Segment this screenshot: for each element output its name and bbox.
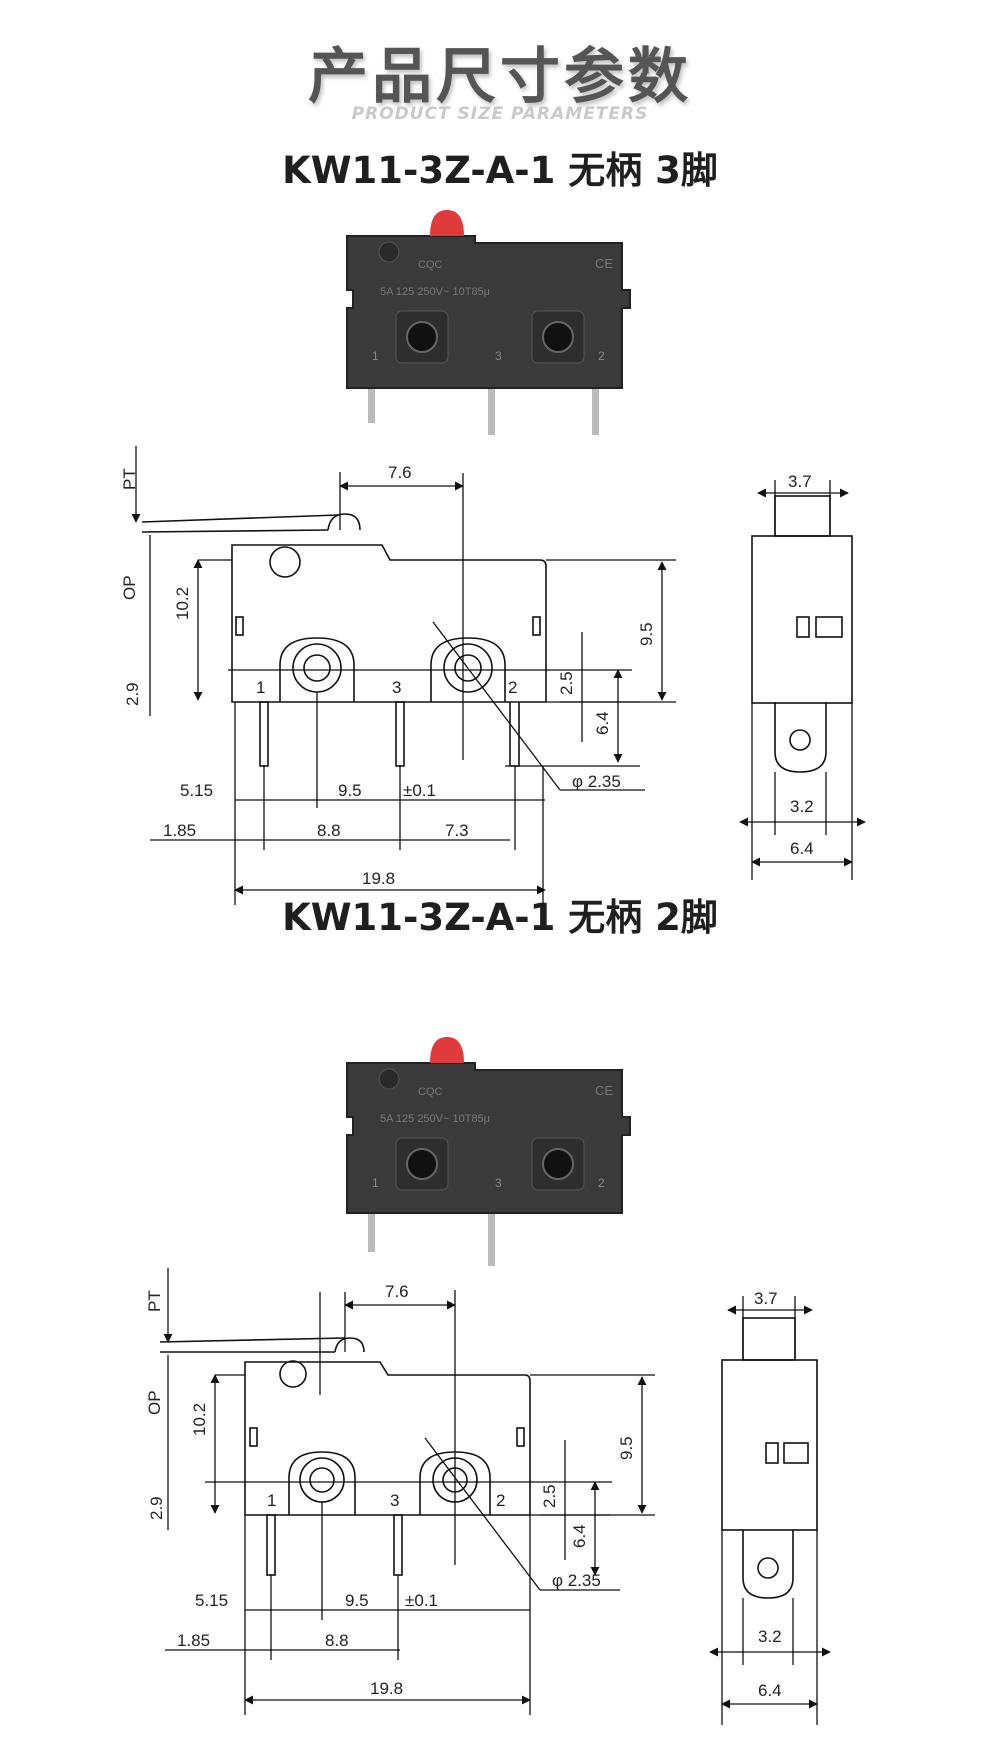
label-10-2: 10.2 (190, 1403, 209, 1436)
side-dim-3-2: 3.2 (790, 797, 814, 816)
dim-5-15: 5.15 (180, 781, 213, 800)
dim-19-8: 19.8 (362, 869, 395, 888)
label-2-9: 2.9 (147, 1496, 166, 1520)
terminal-label-2: 2 (508, 678, 517, 697)
label-10-2: 10.2 (173, 587, 192, 620)
label-9-5: 9.5 (617, 1436, 636, 1460)
product-photo-3-pin: CQC CE 5A 125 250V~ 10T85μ 1 3 2 (346, 210, 631, 435)
dim-tolerance: ±0.1 (403, 781, 436, 800)
front-view-3-pin (131, 446, 676, 905)
dim-7-3: 7.3 (445, 821, 469, 840)
marking-cqc: CQC (418, 1086, 443, 1098)
dim-5-15: 5.15 (195, 1591, 228, 1610)
hole-diameter-label: φ 2.35 (572, 772, 621, 791)
label-7-6: 7.6 (388, 463, 412, 482)
mounting-hole (542, 1148, 574, 1180)
label-6-4: 6.4 (593, 711, 612, 735)
photo-terminal-3: 3 (495, 349, 502, 363)
dim-8-8: 8.8 (325, 1631, 349, 1650)
section-2-pin: CQC CE 5A 125 250V~ 10T85μ 1 3 2 (145, 1037, 831, 1725)
label-2-5: 2.5 (557, 671, 576, 695)
terminal-label-1: 1 (256, 678, 265, 697)
label-pt: PT (120, 468, 139, 490)
dim-tolerance: ±0.1 (405, 1591, 438, 1610)
hole-diameter-label: φ 2.35 (552, 1571, 601, 1590)
terminal-pin (488, 1208, 495, 1266)
terminal-pin (488, 383, 495, 435)
side-view-2-pin: 3.7 3.2 6.4 (709, 1289, 831, 1725)
section-title-3-pin: KW11-3Z-A-1 无柄 3脚 (282, 149, 718, 192)
photo-terminal-2: 2 (598, 1176, 605, 1190)
terminal-label-2: 2 (496, 1491, 505, 1510)
side-dim-6-4: 6.4 (790, 839, 814, 858)
side-dim-3-7: 3.7 (788, 472, 812, 491)
page-subtitle: PRODUCT SIZE PARAMETERS (351, 104, 649, 124)
actuator-button (430, 210, 464, 236)
dim-19-8: 19.8 (370, 1679, 403, 1698)
photo-terminal-1: 1 (372, 1176, 379, 1190)
dim-1-85: 1.85 (163, 821, 196, 840)
page-title: 产品尺寸参数 (308, 42, 692, 112)
photo-terminal-1: 1 (372, 349, 379, 363)
mounting-hole (406, 321, 438, 353)
label-pt: PT (145, 1290, 164, 1312)
label-op: OP (145, 1390, 164, 1415)
label-2-9: 2.9 (123, 682, 142, 706)
terminal-pin (368, 383, 375, 423)
front-view-2-pin (159, 1268, 655, 1715)
label-op: OP (120, 575, 139, 600)
marking-ce: CE (595, 256, 613, 271)
label-2-5: 2.5 (540, 1484, 559, 1508)
side-view-3-pin: 3.7 3.2 6.4 (739, 472, 866, 880)
label-9-5: 9.5 (637, 622, 656, 646)
marking-rating: 5A 125 250V~ 10T85μ (380, 1113, 490, 1125)
rivet-hole (378, 1068, 400, 1090)
photo-terminal-2: 2 (598, 349, 605, 363)
terminal-label-3: 3 (392, 678, 401, 697)
actuator-button (430, 1037, 464, 1063)
rivet-hole (378, 241, 400, 263)
dim-1-85: 1.85 (177, 1631, 210, 1650)
dim-8-8: 8.8 (317, 821, 341, 840)
dim-9-5-bottom: 9.5 (338, 781, 362, 800)
terminal-pin (368, 1208, 375, 1252)
side-dim-6-4: 6.4 (758, 1681, 782, 1700)
mounting-hole (406, 1148, 438, 1180)
front-view-labels-3-pin: PT OP 10.2 2.9 7.6 9.5 2.5 6.4 1 3 2 φ 2… (120, 463, 656, 888)
marking-cqc: CQC (418, 259, 443, 271)
front-view-labels-2-pin: PT OP 10.2 2.9 7.6 9.5 2.5 6.4 1 3 2 φ 2… (145, 1282, 636, 1698)
product-photo-2-pin: CQC CE 5A 125 250V~ 10T85μ 1 3 2 (346, 1037, 631, 1266)
section-3-pin: CQC CE 5A 125 250V~ 10T85μ 1 3 2 (120, 210, 866, 905)
side-dim-3-7: 3.7 (754, 1289, 778, 1308)
side-dim-3-2: 3.2 (758, 1627, 782, 1646)
label-6-4: 6.4 (570, 1524, 589, 1548)
terminal-label-1: 1 (267, 1491, 276, 1510)
mounting-hole (542, 321, 574, 353)
terminal-pin (592, 383, 599, 435)
marking-ce: CE (595, 1083, 613, 1098)
label-7-6: 7.6 (385, 1282, 409, 1301)
photo-terminal-3: 3 (495, 1176, 502, 1190)
terminal-label-3: 3 (390, 1491, 399, 1510)
marking-rating: 5A 125 250V~ 10T85μ (380, 286, 490, 298)
dim-9-5-bottom: 9.5 (345, 1591, 369, 1610)
section-title-2-pin: KW11-3Z-A-1 无柄 2脚 (282, 896, 718, 939)
